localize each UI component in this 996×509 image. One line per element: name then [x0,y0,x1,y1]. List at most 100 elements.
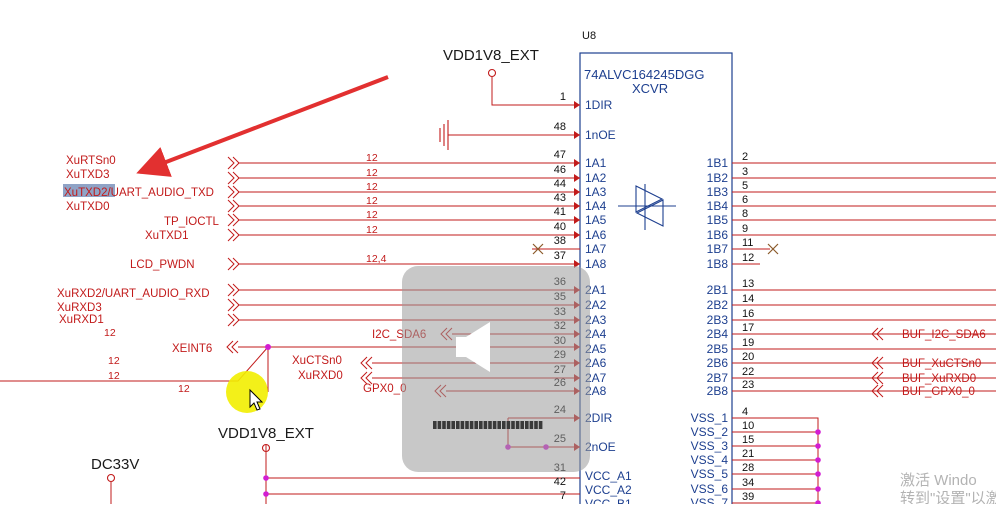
right-pin-number: 22 [742,366,754,378]
power-port-vdd-top [487,68,497,78]
junction-vcc [263,475,269,481]
speaker-icon [456,322,490,372]
right-pin-number: 12 [742,252,754,264]
left-pin-name: 1A5 [585,213,607,227]
left-pin-name: 2A1 [585,283,607,297]
right-pin-name: 2B1 [707,283,729,297]
right-pin-name: 2B4 [707,327,729,341]
right-pin-number: 28 [742,462,754,474]
volume-level-segment [534,421,538,429]
pin-arrow [574,174,580,182]
volume-level-segment [474,421,478,429]
right-pin-number: 34 [742,477,754,489]
wire-number: 12 [108,355,120,367]
volume-level-segment [469,421,474,429]
right-pin-number: 5 [742,180,748,192]
pin-arrow [574,188,580,196]
net-label: XuTXD1 [145,230,188,242]
left-pin-name: VCC_A2 [585,483,632,497]
right-pin-name: 2B8 [707,384,729,398]
left-pin-number: 40 [554,221,566,233]
junction-vss [815,457,821,463]
volume-level-segment [456,421,460,429]
left-pin-name: 2A2 [585,298,607,312]
volume-level-segment [479,421,483,429]
left-pin-name: 2A5 [585,342,607,356]
net-label: XEINT6 [172,343,212,355]
net-label-right: BUF_I2C_SDA6 [902,329,986,341]
left-pin-name: VCC_B1 [585,497,632,504]
transceiver-symbol-icon [618,184,676,230]
net-port-icon [227,283,240,297]
net-port-icon [360,356,373,370]
right-pin-number: 17 [742,322,754,334]
left-pin-name: 2A8 [585,384,607,398]
net-port-icon [227,156,240,170]
net-port-icon [227,257,240,271]
right-pin-name: 1B2 [707,171,729,185]
left-pin-number: 48 [554,121,566,133]
pin-arrow [574,159,580,167]
net-label: XuRTSn0 [66,155,116,167]
right-pin-number: 21 [742,448,754,460]
left-pin-number: 42 [554,476,566,488]
wire-1dir [491,77,580,106]
right-pin-number: 19 [742,337,754,349]
net-label-right: BUF_XuRXD0 [902,373,976,385]
right-pin-number: 23 [742,379,754,391]
net-port-icon [226,340,239,354]
volume-level-segment [502,421,506,429]
net-label: XuRXD2/UART_AUDIO_RXD [57,288,210,300]
wire-number: 12 [366,181,378,193]
right-pin-name: VSS_3 [691,439,729,453]
net-port-icon [227,213,240,227]
pin-arrow [574,216,580,224]
right-pin-number: 6 [742,194,748,206]
left-pin-name: VCC_A1 [585,469,632,483]
net-label-right: BUF_GPX0_0 [902,386,975,398]
junction-vss [815,486,821,492]
left-pin-name: 1A7 [585,242,607,256]
net-port-icon [227,228,240,242]
right-pin-name: VSS_2 [691,425,729,439]
right-pin-number: 16 [742,308,754,320]
junction-vss [815,471,821,477]
text-selection-highlight [63,184,115,197]
wire-number: 12 [366,195,378,207]
wire-number: 12 [366,209,378,221]
annotation-arrow [136,75,389,177]
left-pin-number: 44 [554,178,566,190]
net-port-icon [871,356,884,370]
left-pin-number: 38 [554,235,566,247]
right-pin-name: 2B5 [707,342,729,356]
left-pin-name: 1A2 [585,171,607,185]
right-pin-name: 1B6 [707,228,729,242]
part-name: 74ALVC164245DGG [584,67,704,82]
junction-vss [815,429,821,435]
left-pin-number: 7 [560,490,566,502]
volume-level-segment [511,421,515,429]
mouse-cursor-icon [249,388,264,411]
left-pin-name: 1DIR [585,98,613,112]
left-pin-name: 2A3 [585,313,607,327]
right-pin-name: VSS_7 [691,496,729,504]
volume-level-segment [433,421,437,429]
wire-number: 12 [178,383,190,395]
left-pin-number: 43 [554,192,566,204]
volume-level-bar [433,421,543,429]
left-pin-name: 2DIR [585,411,613,425]
volume-level-segment [525,421,529,429]
net-label: XuRXD0 [298,370,343,382]
volume-level-segment [529,421,534,429]
right-pin-name: VSS_1 [691,411,729,425]
net-label: XuTXD2/UART_AUDIO_TXD [64,187,214,199]
right-pin-name: 1B1 [707,156,729,170]
net-port-icon [227,298,240,312]
volume-level-segment [492,421,497,429]
left-pin-number: 41 [554,206,566,218]
left-pin-name: 1nOE [585,128,616,142]
left-pin-number: 1 [560,91,566,103]
right-pin-number: 2 [742,151,748,163]
